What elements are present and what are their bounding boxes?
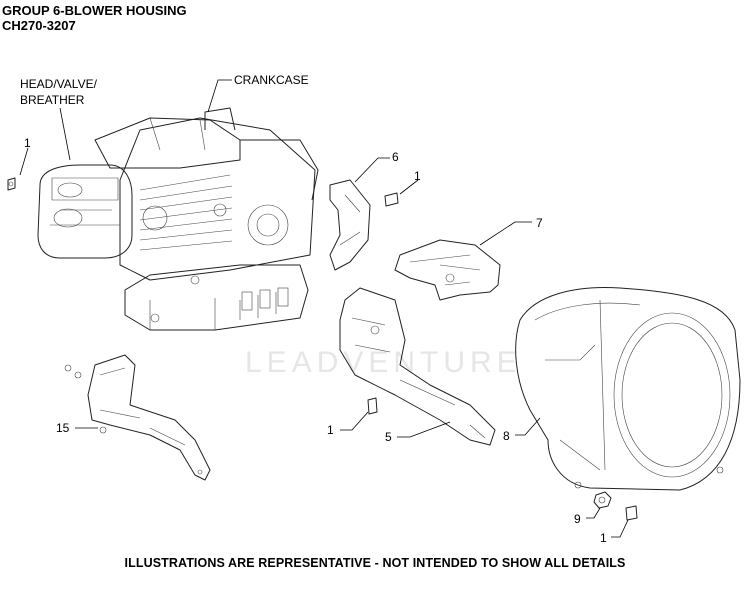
callout-1-head: 1 [24,136,31,150]
disclaimer-footer: ILLUSTRATIONS ARE REPRESENTATIVE - NOT I… [124,556,626,570]
page-title: GROUP 6-BLOWER HOUSING [2,3,187,18]
label-head-valve-breather-2: BREATHER [20,93,85,107]
baffle-part-6 [329,179,371,271]
callout-7: 7 [536,216,543,230]
leader-lines [19,79,629,538]
model-number: CH270-3207 [2,18,76,33]
callout-5: 5 [385,430,392,444]
screw-1-part9 [625,505,638,521]
baffle-part-5 [339,287,496,446]
callout-6: 6 [392,150,399,164]
callout-8: 8 [503,429,510,443]
baffle-lower-left [64,354,211,481]
blower-housing-part-8 [515,287,741,491]
nut-part-9 [593,491,612,509]
screw-1-part6 [384,192,399,207]
callout-15: 15 [56,421,70,435]
label-head-valve-breather: HEAD/VALVE/ [20,77,98,91]
screw-1-head [7,177,16,191]
callout-9: 9 [574,512,581,526]
callout-1-part9: 1 [600,531,607,545]
bracket-part-7 [394,239,501,301]
callout-1-part6: 1 [414,169,421,183]
screw-1-part5 [367,397,378,415]
engine-assembly [37,107,319,331]
callout-1-part5: 1 [327,423,334,437]
label-crankcase: CRANKCASE [234,73,309,87]
watermark: LEADVENTURE [245,346,522,379]
